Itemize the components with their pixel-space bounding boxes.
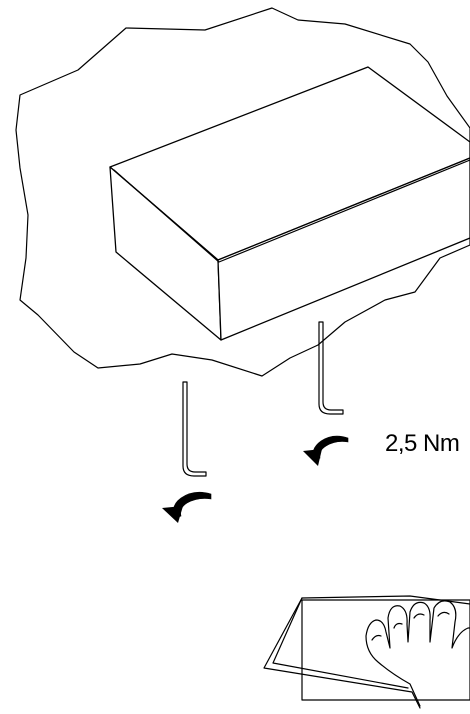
hand-icon	[365, 600, 470, 707]
mounting-surface-outline	[15, 7, 470, 377]
hex-key-icon	[318, 321, 344, 415]
box-edge-highlight	[113, 159, 470, 263]
torque-value-label: 2,5 Nm	[385, 430, 460, 457]
rotation-arrow-icon	[162, 491, 212, 523]
box-right-face	[217, 157, 470, 341]
rotation-arrow-icon	[303, 435, 349, 466]
hex-key-icon	[182, 381, 207, 477]
cloth-icon	[263, 595, 470, 709]
enclosure-box	[109, 66, 470, 341]
